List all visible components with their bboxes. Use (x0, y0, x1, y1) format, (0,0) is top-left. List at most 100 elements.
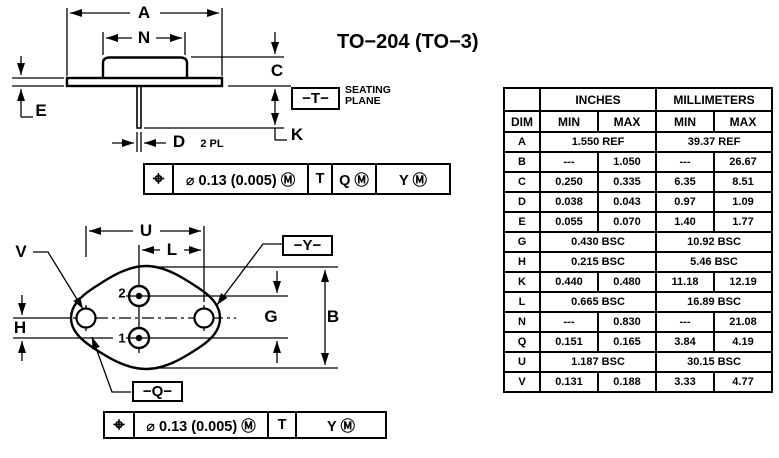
lead-pin (136, 85, 142, 129)
seating-plane-line2: PLANE (345, 95, 381, 107)
cell-in-min: --- (539, 311, 599, 333)
feature-control-frame-bottom: ⌖ ⌀ 0.13 (0.005) Ⓜ T Y Ⓜ (103, 411, 387, 439)
cell-inches: 0.215 BSC (539, 251, 657, 273)
cell-dim: L (503, 291, 541, 313)
cell-mm-max: 8.51 (713, 171, 773, 193)
table-row: V 0.131 0.188 3.33 4.77 (503, 371, 773, 393)
header-min: MIN (655, 110, 715, 133)
fcf-tolerance: ⌀ 0.13 (0.005) Ⓜ (135, 413, 269, 437)
cell-inches: 0.665 BSC (539, 291, 657, 313)
cell-mm-max: 1.77 (713, 211, 773, 233)
table-row: Q 0.151 0.165 3.84 4.19 (503, 331, 773, 353)
cell-in-min: 0.131 (539, 371, 599, 393)
table-header-units: INCHES MILLIMETERS (503, 87, 773, 112)
cell-dim: A (503, 131, 541, 153)
datum-y-box: −Y− (282, 235, 333, 256)
cell-mm-min: --- (655, 311, 715, 333)
cell-mm-min: 3.33 (655, 371, 715, 393)
cell-dim: V (503, 371, 541, 393)
cell-in-min: 0.055 (539, 211, 599, 233)
dim-label-g: G (264, 307, 278, 326)
cell-mm-max: 1.09 (713, 191, 773, 213)
flange-outline (69, 264, 222, 371)
cell-in-min: 0.038 (539, 191, 599, 213)
fcf-datum-2: Q Ⓜ (333, 165, 377, 193)
cap-outline (101, 56, 189, 78)
cell-in-max: 0.070 (597, 211, 657, 233)
cell-in-min: 0.440 (539, 271, 599, 293)
table-row: A 1.550 REF 39.37 REF (503, 131, 773, 153)
cell-dim: G (503, 231, 541, 253)
header-millimeters: MILLIMETERS (655, 87, 773, 112)
cell-in-min: --- (539, 151, 599, 173)
cell-mm-max: 4.77 (713, 371, 773, 393)
cell-dim: H (503, 251, 541, 273)
header-min: MIN (539, 110, 599, 133)
table-row: D 0.038 0.043 0.97 1.09 (503, 191, 773, 213)
cell-mm-max: 4.19 (713, 331, 773, 353)
side-view (12, 8, 291, 152)
cell-mm-min: 1.40 (655, 211, 715, 233)
dim-label-b: B (326, 307, 340, 326)
table-row: N --- 0.830 --- 21.08 (503, 311, 773, 333)
cell-mm-min: 11.18 (655, 271, 715, 293)
dim-label-l: L (166, 240, 178, 259)
cell-in-max: 0.830 (597, 311, 657, 333)
table-row: G 0.430 BSC 10.92 BSC (503, 231, 773, 253)
fcf-datum-1: T (309, 165, 333, 193)
dim-label-e: E (35, 101, 47, 120)
cell-mm: 30.15 BSC (655, 351, 773, 373)
cell-mm: 16.89 BSC (655, 291, 773, 313)
cell-dim: N (503, 311, 541, 333)
fcf-datum-3: Y Ⓜ (399, 172, 427, 189)
datum-q-box: −Q− (132, 381, 183, 402)
seating-plane-line1: SEATING (345, 84, 391, 96)
datum-q-leader (91, 336, 131, 393)
cell-in-max: 0.188 (597, 371, 657, 393)
fcf-datum-2: Y Ⓜ (327, 418, 355, 435)
table-row: C 0.250 0.335 6.35 8.51 (503, 171, 773, 193)
v-leader (33, 251, 84, 310)
cell-mm: 5.46 BSC (655, 251, 773, 273)
table-row: B --- 1.050 --- 26.67 (503, 151, 773, 173)
dim-label-a: A (137, 3, 151, 22)
cell-mm-max: 12.19 (713, 271, 773, 293)
dim-label-u: U (139, 221, 153, 240)
dim-label-d: D (172, 132, 186, 151)
dim-label-c: C (270, 61, 284, 80)
header-inches: INCHES (539, 87, 657, 112)
cell-inches: 1.187 BSC (539, 351, 657, 373)
cell-in-max: 0.043 (597, 191, 657, 213)
cell-in-min: 0.250 (539, 171, 599, 193)
seating-plane-note: SEATING PLANE (345, 85, 391, 107)
dim-label-k: K (290, 125, 304, 144)
position-symbol-icon: ⌖ (105, 413, 135, 437)
table-row: H 0.215 BSC 5.46 BSC (503, 251, 773, 273)
cell-in-max: 0.480 (597, 271, 657, 293)
cell-mm-max: 26.67 (713, 151, 773, 173)
mounting-hole-right (193, 307, 215, 329)
cell-in-max: 0.165 (597, 331, 657, 353)
position-symbol-icon: ⌖ (145, 165, 174, 193)
dim-label-n: N (137, 28, 151, 47)
bottom-view (13, 226, 338, 393)
table-row: U 1.187 BSC 30.15 BSC (503, 351, 773, 373)
cell-dim: C (503, 171, 541, 193)
table-header-cols: DIM MIN MAX MIN MAX (503, 110, 773, 133)
cell-mm: 39.37 REF (655, 131, 773, 153)
cell-in-min: 0.151 (539, 331, 599, 353)
cell-dim: E (503, 211, 541, 233)
cell-in-max: 1.050 (597, 151, 657, 173)
cell-mm-min: --- (655, 151, 715, 173)
dimension-table: INCHES MILLIMETERS DIM MIN MAX MIN MAX A… (503, 87, 773, 393)
cell-inches: 1.550 REF (539, 131, 657, 153)
cell-mm-min: 3.84 (655, 331, 715, 353)
table-row: L 0.665 BSC 16.89 BSC (503, 291, 773, 313)
fcf-datum-1: T (269, 413, 297, 437)
pin-1-number: 1 (118, 330, 126, 346)
cell-mm-min: 6.35 (655, 171, 715, 193)
cell-mm-min: 0.97 (655, 191, 715, 213)
dim-label-d-note: 2 PL (200, 138, 224, 150)
header-dim: DIM (503, 110, 541, 133)
